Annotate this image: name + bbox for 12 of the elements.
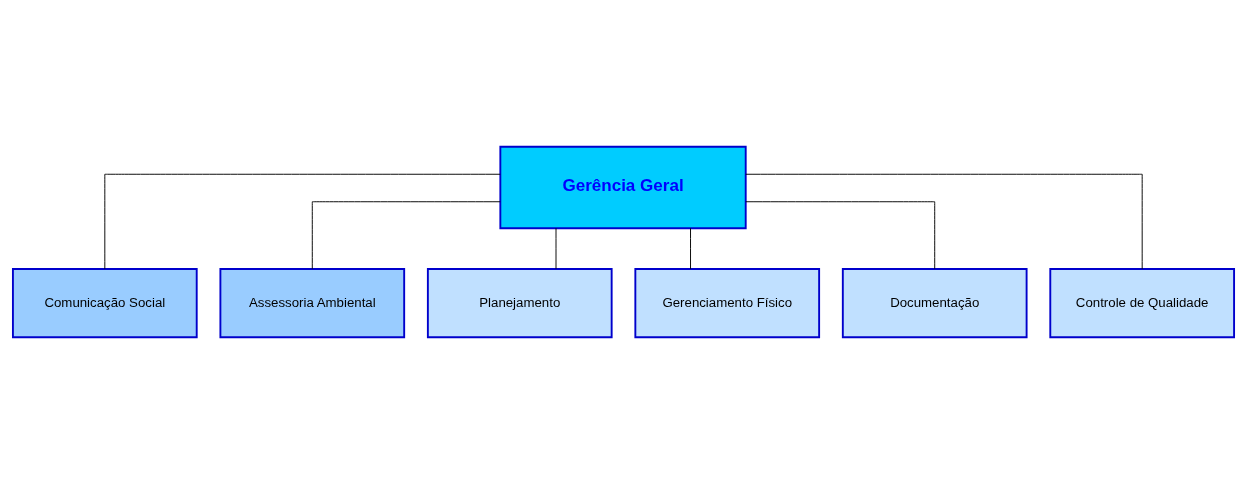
node-box: Planejamento bbox=[426, 268, 613, 339]
connector bbox=[311, 201, 501, 270]
node-box: Controle de Qualidade bbox=[1049, 268, 1236, 339]
node-box: Comunicação Social bbox=[11, 268, 198, 339]
connector bbox=[104, 173, 501, 270]
connector bbox=[745, 201, 936, 270]
node-box: Gerenciamento Físico bbox=[634, 268, 821, 339]
connector bbox=[745, 173, 1143, 270]
node-box: Documentação bbox=[841, 268, 1028, 339]
connector bbox=[690, 227, 691, 270]
node-box: Assessoria Ambiental bbox=[219, 268, 406, 339]
node-box: Gerência Geral bbox=[499, 145, 747, 230]
